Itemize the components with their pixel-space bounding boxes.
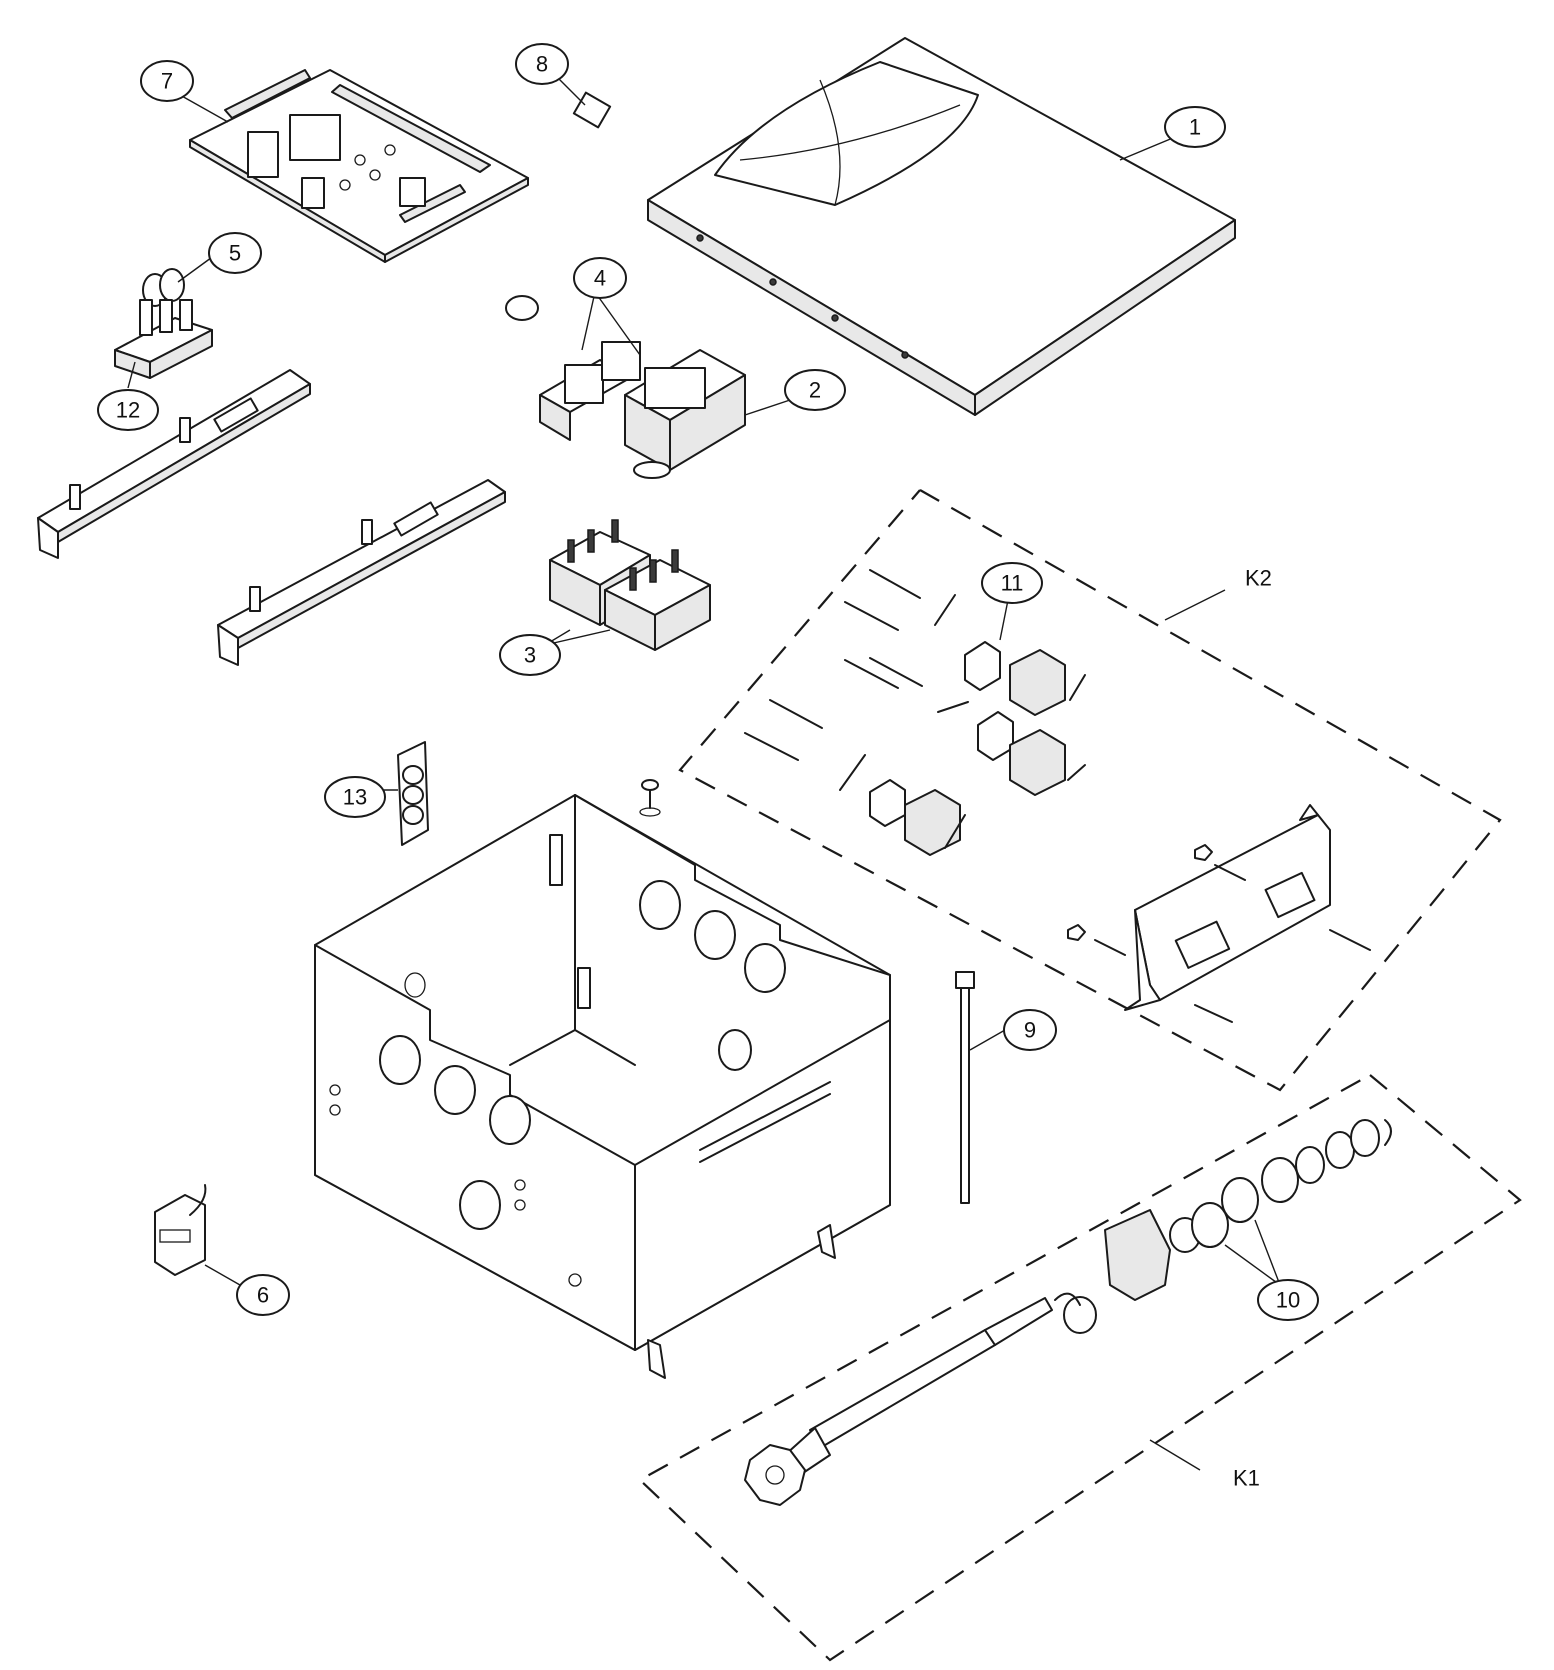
part-relays (549, 519, 711, 651)
callout-6: 6 (236, 1274, 290, 1316)
callout-label: 3 (524, 643, 536, 668)
part-cable (505, 91, 634, 321)
part-terminal-block (114, 268, 213, 379)
callout-11: 11 (981, 562, 1043, 604)
callout-label: 5 (229, 241, 241, 266)
callout-2: 2 (784, 369, 846, 411)
kit-k1-boundary (638, 1074, 1522, 1662)
callout-label: 11 (1001, 571, 1024, 596)
callout-label: 1 (1189, 115, 1201, 140)
leader-lines (127, 74, 1281, 1471)
callout-10: 10 (1257, 1279, 1319, 1321)
callout-4: 4 (573, 257, 627, 299)
callout-label: 8 (536, 52, 548, 77)
kit-label-k1: K1 (1233, 1466, 1260, 1491)
callout-13: 13 (324, 776, 386, 818)
callout-label: 12 (116, 398, 140, 423)
part-rail-upper (37, 369, 311, 559)
callout-label: 10 (1276, 1288, 1300, 1313)
part-rod (955, 971, 975, 1204)
callout-label: 13 (343, 785, 367, 810)
part-bracket (1067, 804, 1371, 1023)
callout-5: 5 (208, 232, 262, 274)
callout-3: 3 (499, 634, 561, 676)
callout-label: 9 (1024, 1018, 1036, 1043)
callout-1: 1 (1164, 106, 1226, 148)
part-shaft-assembly (744, 1119, 1392, 1506)
callout-7: 7 (140, 60, 194, 102)
part-circuit-board (189, 69, 529, 263)
part-screw (639, 779, 661, 817)
part-rail-lower (217, 479, 506, 666)
kit-label-k2: K2 (1245, 566, 1272, 591)
part-switches (744, 569, 1086, 856)
callout-9: 9 (1003, 1009, 1057, 1051)
kit-k2-boundary (678, 489, 1502, 1092)
callout-label: 4 (594, 266, 606, 291)
callout-label: 7 (161, 69, 173, 94)
callout-label: 6 (257, 1283, 269, 1308)
part-socket-strip (397, 741, 429, 846)
part-transformers (539, 341, 746, 479)
part-chassis (314, 794, 891, 1379)
callout-label: 2 (809, 378, 821, 403)
callout-8: 8 (515, 43, 569, 85)
part-limit-switch (154, 1184, 207, 1276)
callout-12: 12 (97, 389, 159, 431)
part-cover (647, 37, 1236, 416)
